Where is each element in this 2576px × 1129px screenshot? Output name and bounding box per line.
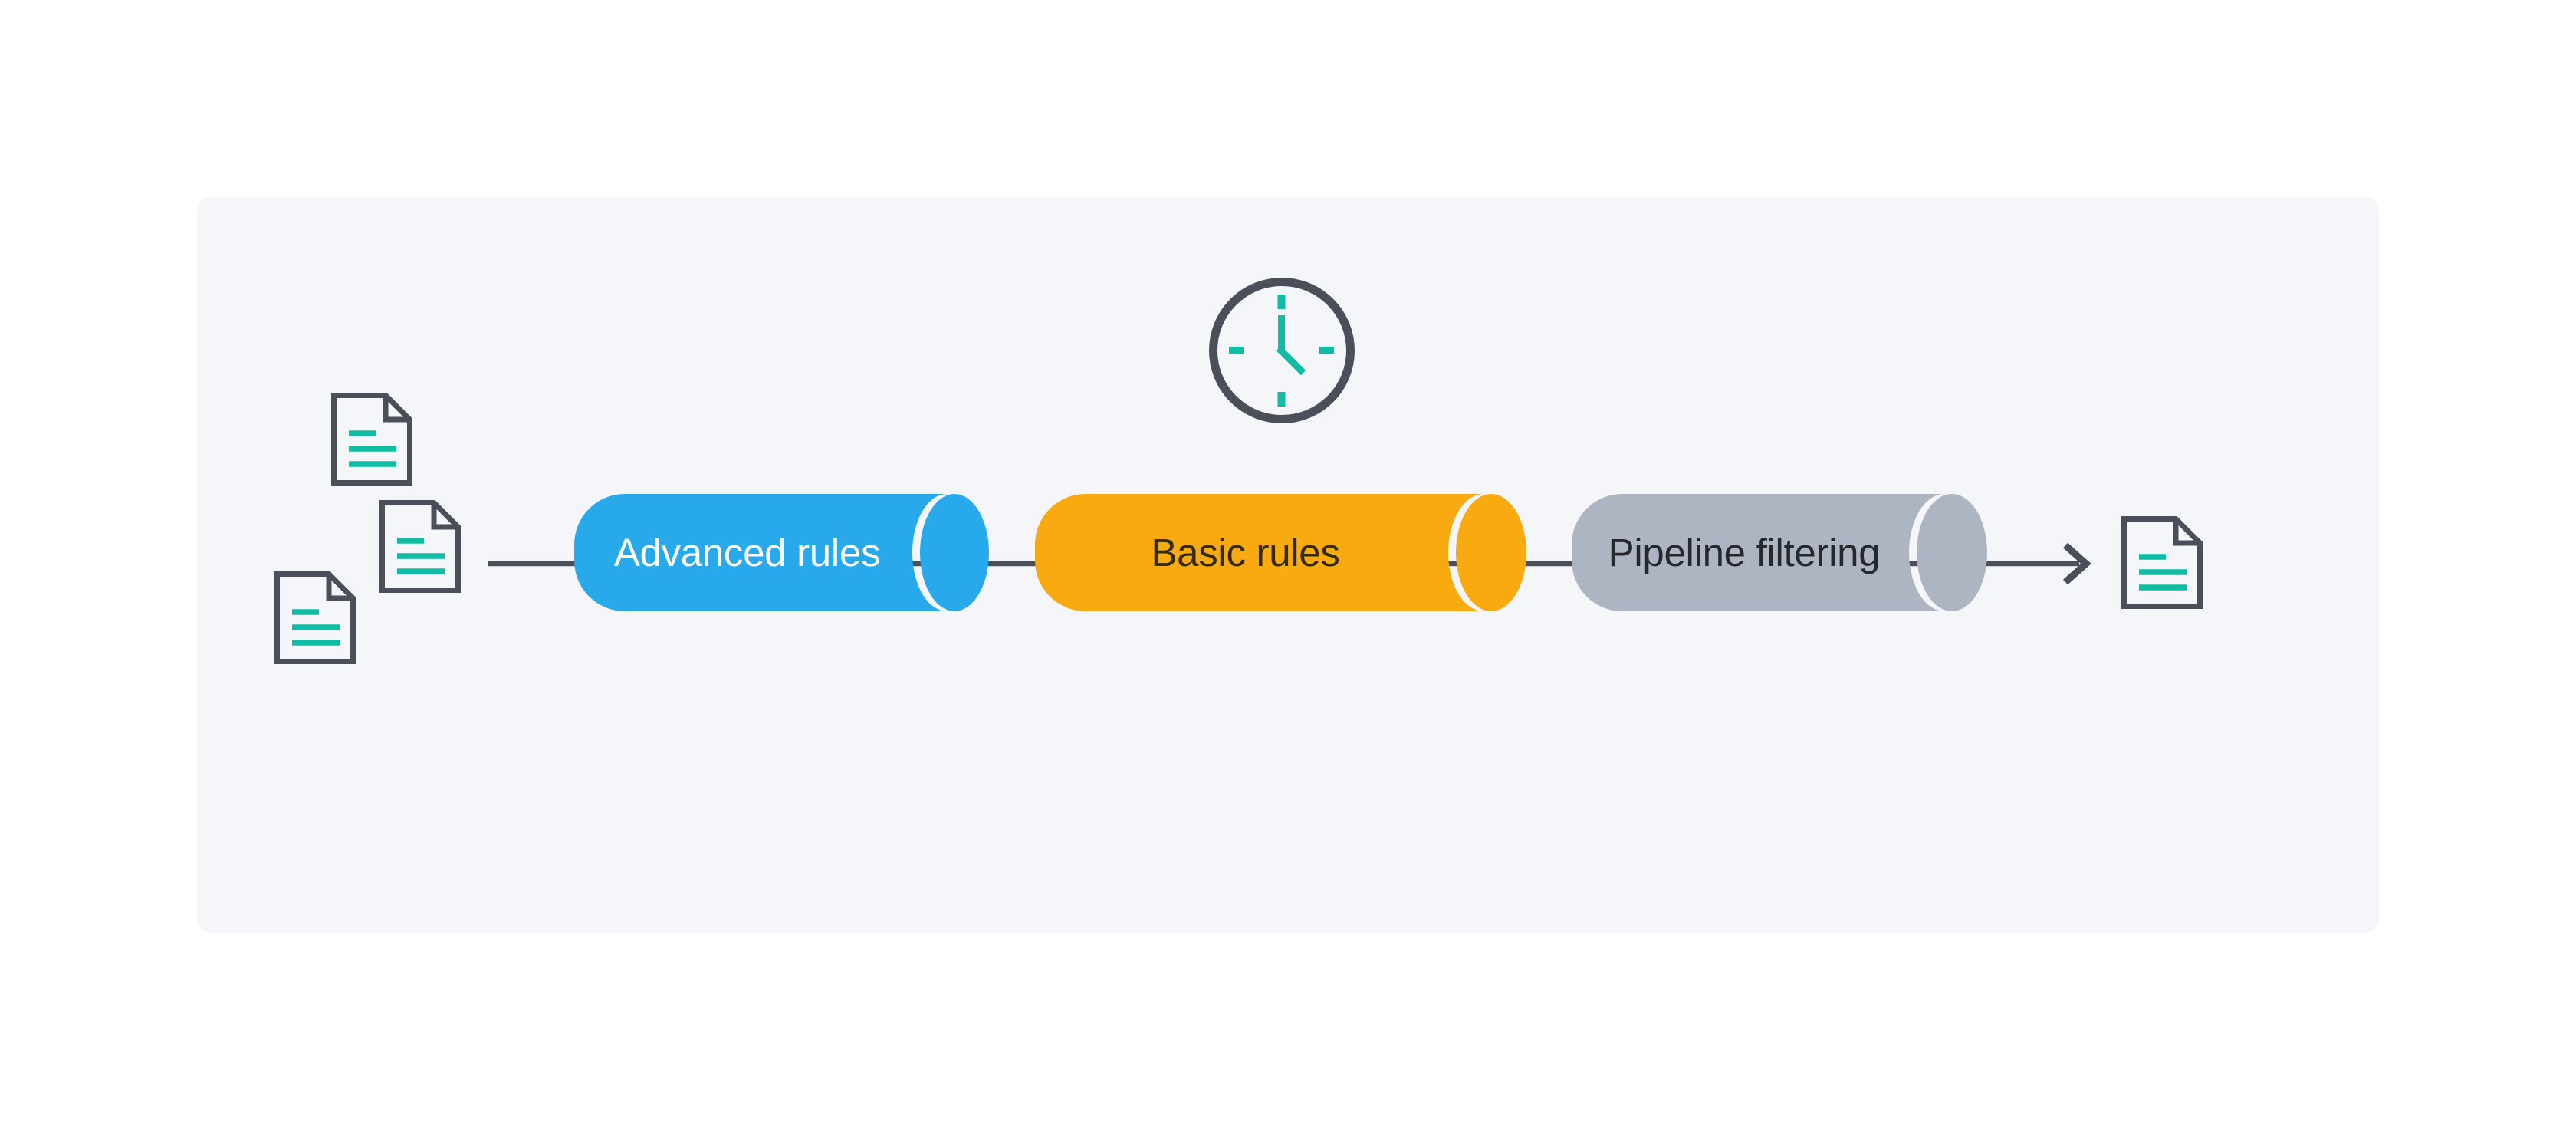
document-icon xyxy=(2121,516,2203,609)
stage-advanced-rules xyxy=(574,494,989,611)
document-icon xyxy=(274,571,356,664)
document-outline xyxy=(331,393,412,486)
document-outline xyxy=(380,500,461,593)
document-outline xyxy=(274,571,356,664)
cylinder-cap xyxy=(1917,494,1987,611)
clock-hour-hand xyxy=(1276,345,1306,376)
document-fold xyxy=(431,502,458,530)
arrow-right-icon xyxy=(2063,542,2091,585)
stage-basic-rules xyxy=(1035,494,1526,611)
clock-ring xyxy=(1209,278,1355,423)
document-outline xyxy=(2121,516,2203,609)
cylinder-cap xyxy=(1456,494,1526,611)
cylinder-body xyxy=(1035,494,1484,611)
document-fold xyxy=(326,574,353,601)
document-icon xyxy=(331,393,412,486)
cylinder-body xyxy=(1572,494,1944,611)
cylinder-body xyxy=(574,494,947,611)
cylinder-cap xyxy=(920,494,989,611)
stage-pipeline-filtering xyxy=(1572,494,1987,611)
document-fold xyxy=(2173,518,2200,546)
document-fold xyxy=(383,395,410,423)
document-icon xyxy=(380,500,461,593)
clock-icon xyxy=(1209,278,1355,423)
